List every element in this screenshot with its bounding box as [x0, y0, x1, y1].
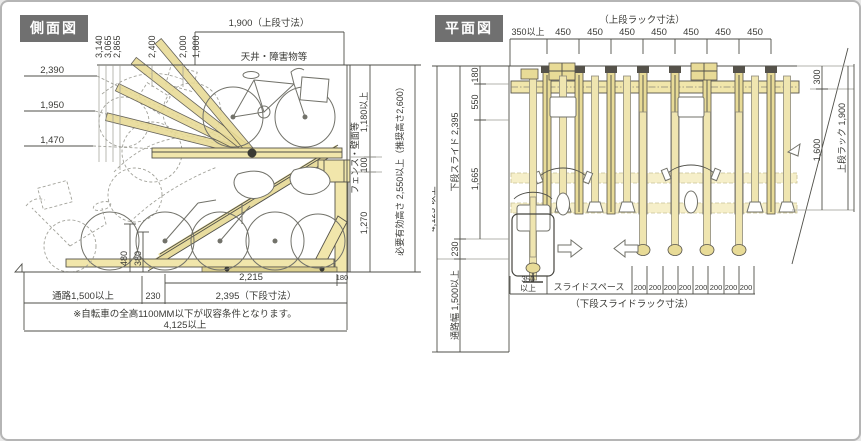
dim-180: 180: [336, 273, 349, 282]
dim-1800: 1,800: [191, 35, 201, 58]
dim-2865: 2,865: [112, 35, 122, 58]
dim-200-6: 200: [710, 283, 723, 292]
dim-200-1: 200: [634, 283, 647, 292]
wall-label: フェンス・壁面等: [349, 122, 360, 194]
dim-450-6: 450: [715, 27, 731, 38]
dim-450-3: 450: [619, 27, 635, 38]
dim-450-2: 450: [587, 27, 603, 38]
dim-1600: 1,600: [812, 139, 822, 162]
dim-3140: 3,140: [94, 35, 104, 58]
side-dim-heights: 2,390 1,950 1,470: [24, 65, 97, 147]
dim-1665: 1,665: [470, 168, 480, 191]
slide-direction-arrows: [557, 142, 801, 259]
dim-1270: 1,270: [359, 212, 369, 235]
dim-2000: 2,000: [178, 35, 188, 58]
dim-2400: 2,400: [147, 35, 157, 58]
dim-required-height: 必要有効高さ 2,550以上（推奨高さ2,600）: [394, 82, 405, 256]
dim-450-1: 450: [555, 27, 571, 38]
side-dim-bottom: 2,215 180 通路1,500以上 230 2,395（下段寸法） ※自転車…: [23, 272, 349, 332]
plan-dim-top: （上段ラック寸法） 350以上 450 450 450 450 450 450 …: [509, 14, 772, 66]
plan-pulled-unit: [511, 68, 555, 283]
plan-bottom-caption: （下段スライドラック寸法）: [570, 298, 694, 310]
dim-450-5: 450: [683, 27, 699, 38]
dim-230: 230: [145, 291, 160, 301]
dim-1900-label: 1,900（上段寸法）: [229, 17, 310, 29]
arrow-right-icon: [557, 238, 583, 259]
dim-200-3: 200: [664, 283, 677, 292]
dim-300: 300: [812, 69, 822, 84]
dim-450-4: 450: [651, 27, 667, 38]
dim-100: 100: [359, 157, 369, 172]
side-dim-depths: 3,140 3,065 2,865 2,400 2,000 1,800: [94, 35, 201, 87]
side-boundaries: [14, 64, 420, 273]
dim-350-line2: 以上: [520, 284, 536, 293]
dim-4125min: 4,125 以上: [432, 186, 438, 232]
side-dim-rail-heights: 480 380: [119, 223, 149, 272]
slide-space-label: スライドスペース: [554, 282, 625, 292]
plan-dim-right: 300 1,600 上段ラック 1,900: [792, 64, 855, 212]
plan-slide-bands: [510, 172, 798, 214]
dim-1470: 1,470: [40, 135, 64, 146]
dim-1950: 1,950: [40, 100, 64, 111]
dim-480: 480: [119, 251, 129, 266]
dim-2395-lower: 2,395（下段寸法）: [216, 290, 297, 302]
dim-200-7: 200: [725, 283, 738, 292]
side-view-figure: 1,900（上段寸法） 天井・障害物等 3,140 3,065 2,865 2,…: [14, 17, 421, 332]
dim-230-plan: 230: [450, 241, 460, 256]
side-view-title: 側面図: [20, 15, 88, 42]
dim-upper-rack-1900: 上段ラック 1,900: [836, 103, 847, 173]
note-max-height: ※自転車の全高1100MM以下が収容条件となります。: [73, 308, 296, 320]
dim-aisle-width: 通路幅 1,500以上: [449, 270, 460, 340]
plan-top-caption: （上段ラック寸法）: [599, 14, 685, 26]
arrow-left-icon: [613, 238, 639, 259]
side-dim-top-span: 1,900（上段寸法） 天井・障害物等: [194, 17, 345, 65]
dim-200-2: 200: [649, 283, 662, 292]
plan-bikes-top-view: [532, 96, 722, 216]
dim-450-7: 450: [747, 27, 763, 38]
side-slide-rails: [146, 144, 340, 272]
side-dim-right: フェンス・壁面等 1,180以上 100 1,270 必要有効高さ 2,550以…: [349, 64, 421, 273]
side-pulled-ghost-bike: [25, 179, 112, 273]
plan-view-figure: （上段ラック寸法） 350以上 450 450 450 450 450 450 …: [432, 14, 855, 353]
dim-200-4: 200: [679, 283, 692, 292]
ceiling-label: 天井・障害物等: [241, 51, 308, 63]
dim-200-5: 200: [695, 283, 708, 292]
leader-arrowhead-icon: [786, 142, 801, 157]
dim-180-plan: 180: [470, 67, 480, 82]
plan-dim-left: 4,125 以上 下段スライド 2,395 230 通路幅 1,500以上 18…: [432, 65, 486, 353]
dim-350-line1: 350: [521, 275, 535, 284]
dim-350min: 350以上: [511, 27, 544, 37]
dim-1180: 1,180以上: [359, 92, 369, 133]
side-rack-arm-fan: [105, 38, 256, 158]
dim-550: 550: [470, 94, 480, 109]
dim-200-8: 200: [740, 283, 753, 292]
plan-view-title: 平面図: [435, 15, 503, 42]
dim-380: 380: [133, 251, 143, 266]
side-upper-bike: [202, 67, 336, 148]
dim-2390: 2,390: [40, 65, 64, 76]
dim-2215: 2,215: [239, 272, 263, 283]
dim-lower-slide-2395: 下段スライド 2,395: [449, 112, 460, 191]
plan-lower-rails: [554, 75, 796, 256]
dim-3065: 3,065: [103, 35, 113, 58]
dim-aisle-1500: 通路1,500以上: [52, 290, 114, 302]
side-lower-bikes: [80, 166, 346, 271]
plan-dim-bottom: 350 以上 スライドスペース 200 200 200 200 200 200 …: [509, 266, 755, 310]
dim-4125-total: 4,125以上: [164, 320, 207, 331]
